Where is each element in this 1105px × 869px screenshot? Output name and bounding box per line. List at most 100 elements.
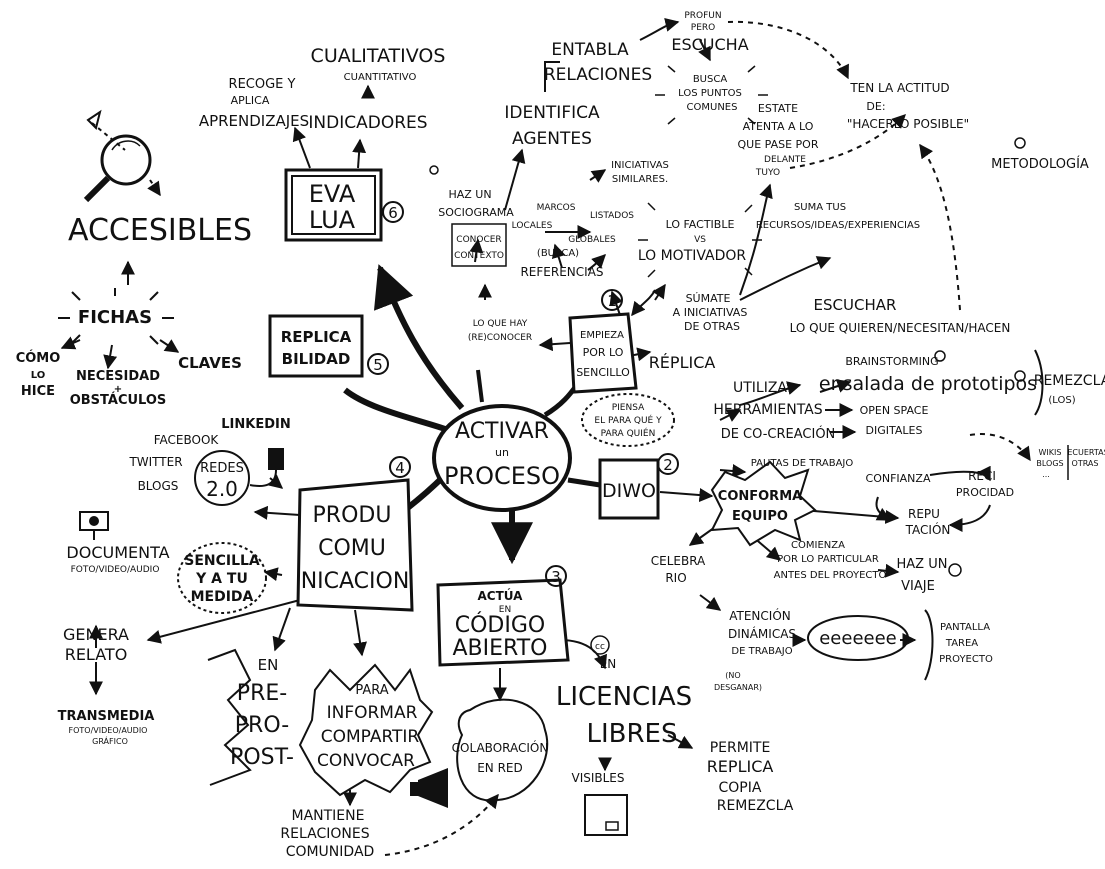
como-line1: CÓMO — [16, 350, 61, 366]
necesidad-line2: + — [114, 384, 122, 395]
sociograma-line2: SOCIOGRAMA — [438, 206, 514, 219]
claves-label: CLAVES — [178, 354, 242, 372]
como-line3: HICE — [21, 384, 55, 399]
wikis-line2: BLOGS — [1036, 459, 1063, 468]
pantalla-line2: TAREA — [945, 638, 978, 649]
mantiene-line2: RELACIONES — [280, 826, 369, 842]
transmedia-sub1: FOTO/VIDEO/AUDIO — [69, 726, 148, 735]
connectors — [60, 18, 1031, 856]
atencion-line1: ATENCIÓN — [729, 608, 791, 623]
iniciativas-line1: INICIATIVAS — [611, 160, 669, 171]
redes-node: LINKEDIN FACEBOOK TWITTER BLOGS REDES 2.… — [128, 417, 291, 506]
recoge-line3: APRENDIZAJES — [199, 112, 309, 130]
center-title-line3: PROCESO — [444, 462, 560, 490]
marcos-label: MARCOS — [537, 203, 576, 213]
profun-line2: PERO — [691, 23, 715, 33]
utiliza-line1: UTILIZA — [733, 380, 787, 396]
redes-label-line2: 2.0 — [206, 477, 238, 501]
licencias-en: EN — [600, 657, 617, 671]
replicabilidad-number: 5 — [373, 356, 383, 374]
comienza-line2: POR LO PARTICULAR — [777, 554, 879, 565]
conforma-line2: EQUIPO — [732, 509, 788, 524]
estate-line2: ATENTA A LO — [743, 120, 814, 133]
metodologia-label: METODOLOGÍA — [991, 156, 1089, 172]
pro-label: PRO- — [235, 713, 289, 738]
repu-line2: TACIÓN — [905, 522, 951, 537]
empieza-node: EMPIEZA POR LO SENCILLO 1 RÉPLICA PIENSA… — [429, 11, 1089, 447]
facebook-label: FACEBOOK — [154, 433, 220, 447]
viaje-line2: VIAJE — [901, 579, 935, 594]
mantiene-line1: MANTIENE — [292, 808, 365, 824]
diwo-node: DIWO 2 CONFORMA EQUIPO PAUTAS DE TRABAJO… — [598, 296, 1105, 692]
factible-burst — [638, 202, 762, 278]
produ-node: PRODU COMU NICACION 4 SENCILLA Y A TU ME… — [58, 456, 448, 860]
actua-label: ACTÚA — [478, 588, 524, 603]
entabla-line2: RELACIONES — [544, 65, 652, 85]
codigo-number: 3 — [551, 568, 561, 586]
referencias-line1: (BUSCA) — [537, 248, 579, 259]
lo-que-hay-line1: LO QUE HAY — [473, 319, 528, 329]
fichas-burst — [58, 288, 174, 345]
iniciativas-line2: SIMILARES. — [612, 174, 668, 185]
replicabilidad-line1: REPLICA — [281, 328, 352, 346]
suma-line1: SUMA TUS — [794, 202, 846, 213]
codigo-line2: ABIERTO — [453, 636, 548, 661]
para-line1: PARA — [355, 683, 388, 698]
produ-line3: NICACION — [301, 569, 410, 594]
camera-icon — [79, 511, 109, 540]
licencias-line1: LICENCIAS — [556, 682, 692, 712]
para-line4: CONVOCAR — [317, 751, 415, 771]
indicadores-label: INDICADORES — [308, 113, 427, 133]
comienza-line1: COMIENZA — [791, 540, 845, 551]
ecuertas-line2: OTRAS — [1072, 459, 1099, 468]
ensalada-label: ensalada de prototipos — [819, 373, 1037, 395]
identifica-line2: AGENTES — [512, 129, 592, 149]
permite-line1: PERMITE — [710, 740, 771, 756]
celebra-line1: CELEBRA — [651, 554, 706, 568]
cuantitativo-label: CUANTITATIVO — [344, 72, 417, 83]
atencion-line3: DE TRABAJO — [731, 646, 792, 657]
blogs-label: BLOGS — [138, 479, 179, 493]
eye-icon — [86, 109, 102, 130]
documenta-label: DOCUMENTA — [66, 543, 169, 562]
diwo-label: DIWO — [602, 480, 656, 502]
usb-plug-icon — [249, 448, 284, 488]
sencilla-line1: SENCILLA — [184, 553, 260, 569]
digitales-label: DIGITALES — [866, 424, 923, 437]
utiliza-line3: DE CO-CREACIÓN — [721, 426, 836, 442]
twitter-label: TWITTER — [128, 455, 182, 469]
empieza-number: 1 — [607, 292, 617, 310]
pantalla-line1: PANTALLA — [940, 622, 990, 633]
factible-line3: LO MOTIVADOR — [638, 248, 747, 264]
evalua-node: EVA LUA 6 INDICADORES CUALITATIVOS CUANT… — [199, 45, 446, 242]
lo-que-hay-line2: (RE)CONOCER — [468, 333, 532, 343]
recoge-line2: APLICA — [231, 94, 270, 107]
actitud-line3: "HACERLO POSIBLE" — [847, 117, 969, 131]
viaje-line1: HAZ UN — [897, 557, 948, 572]
fichas-label: FICHAS — [78, 307, 152, 328]
busca-line1: BUSCA — [693, 74, 728, 85]
sumate-line2: A INICIATIVAS — [673, 306, 748, 319]
cualitativos-label: CUALITATIVOS — [311, 45, 446, 67]
genera-line1: GENERA — [63, 625, 129, 644]
pre-label: PRE- — [237, 681, 287, 706]
en-label: EN — [258, 656, 279, 674]
sencilla-line2: Y A TU — [195, 571, 248, 587]
codigo-line1: CÓDIGO — [455, 612, 545, 638]
piensa-line2: EL PARA QUÉ Y — [594, 414, 662, 426]
linkedin-label: LINKEDIN — [221, 417, 290, 432]
remezcla-line1: REMEZCLA — [1034, 373, 1105, 389]
brainstorming-label: BRAINSTORMING — [845, 355, 938, 368]
repu-line1: REPU — [908, 507, 940, 521]
escuchar-line1: ESCUCHAR — [814, 296, 897, 314]
busca-line3: COMUNES — [687, 102, 738, 113]
magnifier-icon — [83, 134, 152, 203]
empieza-line2: POR LO — [583, 346, 624, 359]
comienza-line3: ANTES DEL PROYECTO — [774, 570, 887, 581]
globales-label: GLOBALES — [568, 235, 616, 245]
accesibles-title: ACCESIBLES — [68, 213, 252, 248]
wikis-line1: WIKIS — [1039, 448, 1062, 457]
piensa-line1: PIENSA — [612, 403, 645, 413]
remezcla-line2: (LOS) — [1048, 395, 1075, 406]
